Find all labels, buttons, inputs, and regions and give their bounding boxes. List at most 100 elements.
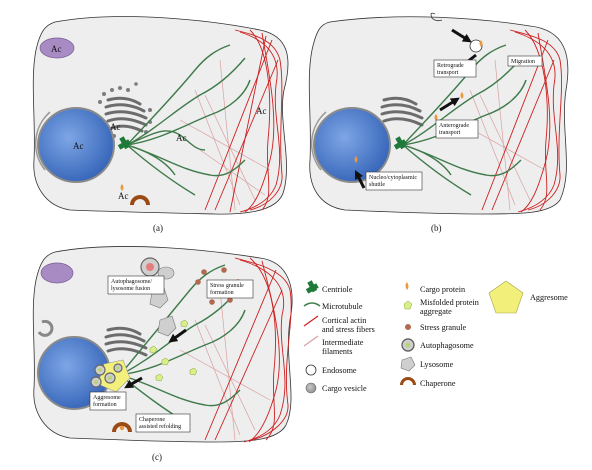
legend-label: Cargo protein: [420, 285, 465, 294]
panel-b: Retrograde transport Migration Anterogra…: [308, 12, 569, 233]
cargo-protein-b: [354, 156, 358, 163]
stress-granule-icon: [405, 324, 411, 330]
svg-text:Stress granule: Stress granule: [210, 283, 244, 289]
endosome-b: [469, 39, 483, 53]
vacuole-a: [39, 37, 75, 59]
arrow-b: [439, 97, 460, 112]
svg-text:shuttle: shuttle: [369, 182, 385, 188]
arrow-b: [354, 169, 366, 189]
centriole-a: [117, 136, 131, 150]
misfolded-aggregates-c: [149, 319, 198, 382]
legend-label: Autophagosome: [420, 341, 474, 350]
svg-text:assisted refolding: assisted refolding: [139, 423, 181, 430]
panel-a: Ac Ac Ac Ac Ac Ac (a): [32, 16, 289, 233]
legend-label: Cortical actin: [322, 316, 366, 325]
ac-label: Ac: [51, 44, 62, 54]
legend-label: Cargo vesicle: [322, 384, 367, 393]
svg-text:formation: formation: [93, 401, 117, 408]
svg-text:Anterograde: Anterograde: [439, 123, 469, 129]
svg-text:lysosome fusion: lysosome fusion: [111, 285, 150, 292]
ac-label: Ac: [110, 122, 121, 132]
vesicle-c: [37, 319, 54, 337]
aggresome-icon: [488, 280, 524, 314]
misfolded-protein-icon: [403, 300, 413, 310]
autophagosome-box: Autophagosome/ lysosome fusion: [107, 275, 165, 295]
legend-label: Aggresome: [530, 293, 568, 302]
cargo-protein-a: [120, 184, 124, 191]
legend-label: Centriole: [322, 285, 353, 294]
panel-b-caption: (b): [431, 223, 442, 233]
nucleus-a: [37, 107, 115, 183]
centriole-b: [393, 136, 407, 150]
nucleus-b: [313, 107, 391, 183]
intermediate-filaments-c: [179, 289, 271, 441]
aggresome-autophagosomes-c: [90, 363, 123, 388]
legend-label: aggregate: [420, 307, 452, 316]
svg-text:transport: transport: [439, 130, 461, 136]
svg-text:transport: transport: [437, 70, 459, 76]
ac-label: Ac: [118, 191, 129, 201]
microtubules-a: [126, 44, 251, 196]
chaperone-icon: [400, 377, 416, 385]
legend-label: and stress fibers: [322, 325, 375, 334]
cargo-protein-c: [119, 425, 125, 431]
ac-label: Ac: [176, 133, 187, 143]
legend-label: Stress granule: [420, 323, 467, 332]
cargo-protein-icon: [405, 282, 409, 290]
panel-a-caption: (a): [153, 223, 163, 233]
endosome-icon: [305, 364, 317, 376]
legend: Centriole Microtubule Cortical actin and…: [303, 280, 568, 394]
svg-text:Retrograde: Retrograde: [437, 63, 464, 69]
centriole-icon: [305, 280, 319, 294]
stress-granule-box: Stress granule formation: [206, 279, 254, 299]
autophagosome-icon: [401, 338, 415, 352]
golgi-b: [380, 96, 424, 127]
legend-label: filaments: [322, 347, 352, 356]
arrow-b: [451, 28, 472, 43]
arrow-c: [124, 376, 143, 389]
endocytic-hook-b: [430, 12, 443, 22]
svg-text:Autophagosome/: Autophagosome/: [111, 279, 152, 285]
retrograde-box: Retrograde transport: [433, 59, 477, 78]
actin-icon: [303, 315, 319, 327]
ac-label: Ac: [256, 106, 267, 116]
nucleo-box: Nucleo/cytoplasmic shuttle: [365, 171, 423, 191]
actin-a: [204, 29, 283, 213]
legend-label: Misfolded protein: [420, 298, 479, 307]
svg-text:Chaperone: Chaperone: [139, 417, 165, 423]
svg-text:Migration: Migration: [511, 59, 535, 65]
microtubule-icon: [303, 302, 321, 307]
lysosome-icon: [400, 356, 416, 372]
legend-label: Chaperone: [420, 379, 456, 388]
cargo-protein-b: [434, 114, 438, 121]
cargo-protein-b: [460, 92, 464, 99]
chaperone-refolding-box: Chaperone assisted refolding: [135, 413, 191, 433]
ac-label: Ac: [73, 141, 84, 151]
lysosome-c: [157, 315, 177, 337]
intermediate-filament-icon: [303, 335, 319, 347]
svg-text:Nucleo/cytoplasmic: Nucleo/cytoplasmic: [369, 175, 417, 181]
vacuole-c: [40, 262, 74, 284]
chaperone-c: [112, 422, 132, 432]
legend-label: Lysosome: [420, 360, 454, 369]
autophagosome-c: [146, 263, 154, 271]
panel-c-caption: (c): [152, 452, 162, 462]
golgi-c: [104, 326, 148, 357]
aggresome-formation-box: Aggresome formation: [89, 391, 127, 411]
svg-text:formation: formation: [210, 289, 234, 296]
legend-label: Endosome: [322, 366, 357, 375]
legend-label: Microtubule: [322, 302, 363, 311]
migration-box: Migration: [507, 55, 543, 67]
arrow-c: [168, 328, 187, 343]
cargo-protein-b: [479, 40, 483, 47]
cargo-vesicle-icon: [305, 382, 317, 394]
actin-c: [204, 257, 292, 443]
svg-text:Aggresome: Aggresome: [93, 395, 121, 401]
golgi-a: [104, 96, 148, 133]
legend-label: Intermediate: [322, 338, 364, 347]
actin-b: [481, 29, 562, 213]
anterograde-box: Anterograde transport: [435, 119, 479, 139]
chaperone-a: [130, 195, 150, 205]
